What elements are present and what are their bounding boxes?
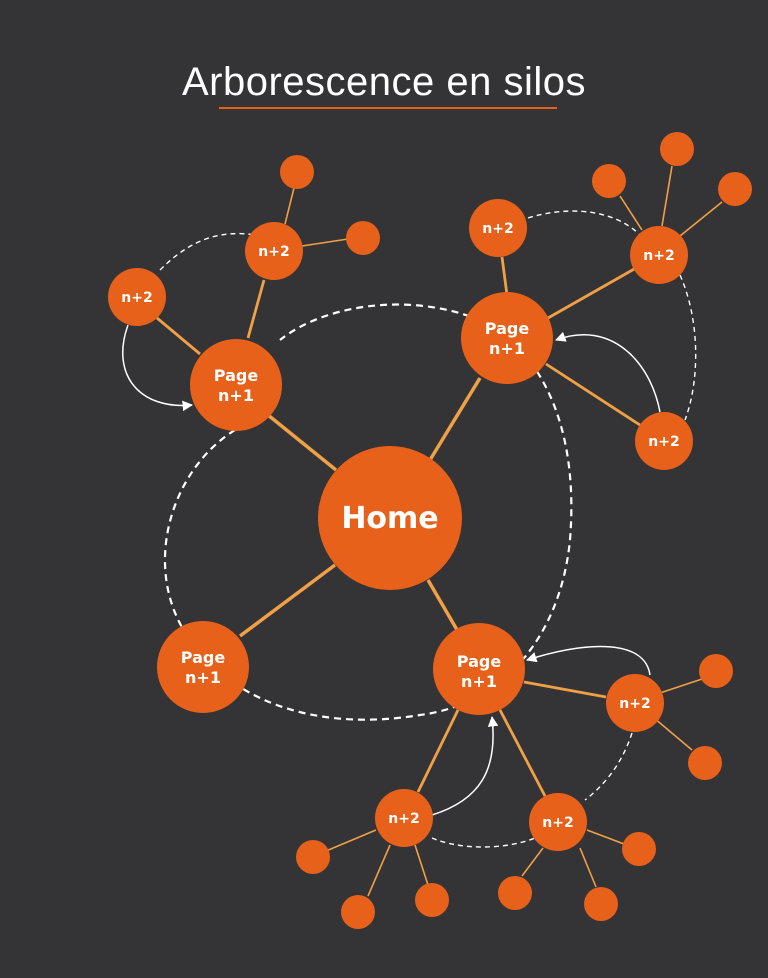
edge-tl-n2b xyxy=(246,279,266,339)
n2-node-tl-a: n+2 xyxy=(108,268,166,326)
n2-node-br-c: n+2 xyxy=(529,793,587,851)
n2-node-br-b: n+2 xyxy=(375,789,433,847)
home-label: Home xyxy=(341,501,438,536)
page-label-line2: n+1 xyxy=(489,339,525,358)
page-label-line1: Page xyxy=(181,648,226,667)
top-left-dashed-arc xyxy=(159,232,263,271)
bottom-right-dashed-arc-side xyxy=(584,732,633,801)
arrow-bottom-n2-to-page xyxy=(431,715,499,816)
edge-home-page-tl xyxy=(266,413,338,472)
leaf-node xyxy=(280,155,314,189)
leaf-node xyxy=(341,895,375,929)
edge-tr-n2c xyxy=(545,362,641,427)
edge-tr-n2a xyxy=(500,256,509,296)
edge-home-page-br xyxy=(426,579,462,636)
page-label-line1: Page xyxy=(457,652,502,671)
arrow-br-n2-to-page xyxy=(525,645,651,676)
leaf-node xyxy=(498,876,532,910)
page-node-top-right: Page n+1 xyxy=(461,292,553,384)
edge-leaf-4 xyxy=(661,165,673,227)
edge-tr-n2b xyxy=(547,266,637,320)
page-child-edges xyxy=(156,256,641,797)
edge-home-page-bl xyxy=(238,563,337,638)
leaf-node xyxy=(660,132,694,166)
top-right-dashed-arc-side xyxy=(679,274,697,421)
leaf-node xyxy=(699,654,733,688)
edge-leaf-1 xyxy=(284,187,295,225)
edge-home-page-tr xyxy=(428,377,482,461)
page-label-line1: Page xyxy=(214,366,259,385)
edge-leaf-6 xyxy=(659,678,703,694)
edge-leaf-8 xyxy=(325,829,377,852)
edge-leaf-10 xyxy=(414,844,429,886)
leaf-edges xyxy=(284,165,723,897)
n2-node-br-a: n+2 xyxy=(606,674,664,732)
page-node-bottom-left: Page n+1 xyxy=(157,621,249,713)
n2-label: n+2 xyxy=(121,290,152,306)
leaf-node xyxy=(346,221,380,255)
arrow-tr-n2-to-page xyxy=(555,331,661,413)
edge-leaf-7 xyxy=(653,717,693,751)
edge-leaf-11 xyxy=(521,847,544,877)
n2-node-tr-b: n+2 xyxy=(630,226,688,284)
title-underline xyxy=(219,107,557,109)
leaf-node xyxy=(688,746,722,780)
page-title: Arborescence en silos xyxy=(181,60,587,104)
n2-label: n+2 xyxy=(643,248,674,264)
page-label-line2: n+1 xyxy=(461,672,497,691)
top-right-dashed-arc-top xyxy=(527,210,641,236)
n2-label: n+2 xyxy=(258,244,289,260)
home-edges xyxy=(238,377,482,638)
home-node: Home xyxy=(318,446,462,590)
page-label-line2: n+1 xyxy=(185,668,221,687)
edge-tl-n2a xyxy=(156,316,201,356)
page-node-bottom-right: Page n+1 xyxy=(433,623,525,715)
leaf-node xyxy=(622,832,656,866)
n2-label: n+2 xyxy=(482,221,513,237)
edge-leaf-5 xyxy=(679,201,723,237)
page-label-line1: Page xyxy=(485,319,530,338)
edge-leaf-2 xyxy=(301,238,349,247)
n2-label: n+2 xyxy=(388,811,419,827)
edge-br-n2c xyxy=(498,709,547,797)
leaf-node xyxy=(718,172,752,206)
n2-label: n+2 xyxy=(648,434,679,450)
n2-node-tl-b: n+2 xyxy=(245,222,303,280)
n2-node-tr-a: n+2 xyxy=(469,199,527,257)
edge-br-n2b xyxy=(416,709,460,793)
edge-br-n2a xyxy=(523,680,607,699)
edge-leaf-9 xyxy=(367,844,391,897)
leaf-node xyxy=(415,883,449,917)
edge-leaf-13 xyxy=(586,829,625,845)
edge-leaf-3 xyxy=(619,195,643,231)
n2-node-tr-c: n+2 xyxy=(635,412,693,470)
leaf-node xyxy=(592,164,626,198)
leaf-node xyxy=(296,840,330,874)
page-label-line2: n+1 xyxy=(218,386,254,405)
n2-label: n+2 xyxy=(542,815,573,831)
edge-leaf-12 xyxy=(579,847,597,888)
bottom-right-dashed-arc-bottom xyxy=(431,837,536,848)
n2-label: n+2 xyxy=(619,696,650,712)
leaf-nodes xyxy=(280,132,752,929)
page-node-top-left: Page n+1 xyxy=(190,339,282,431)
leaf-node xyxy=(584,887,618,921)
arrow-tl-n2-to-page xyxy=(122,324,194,412)
